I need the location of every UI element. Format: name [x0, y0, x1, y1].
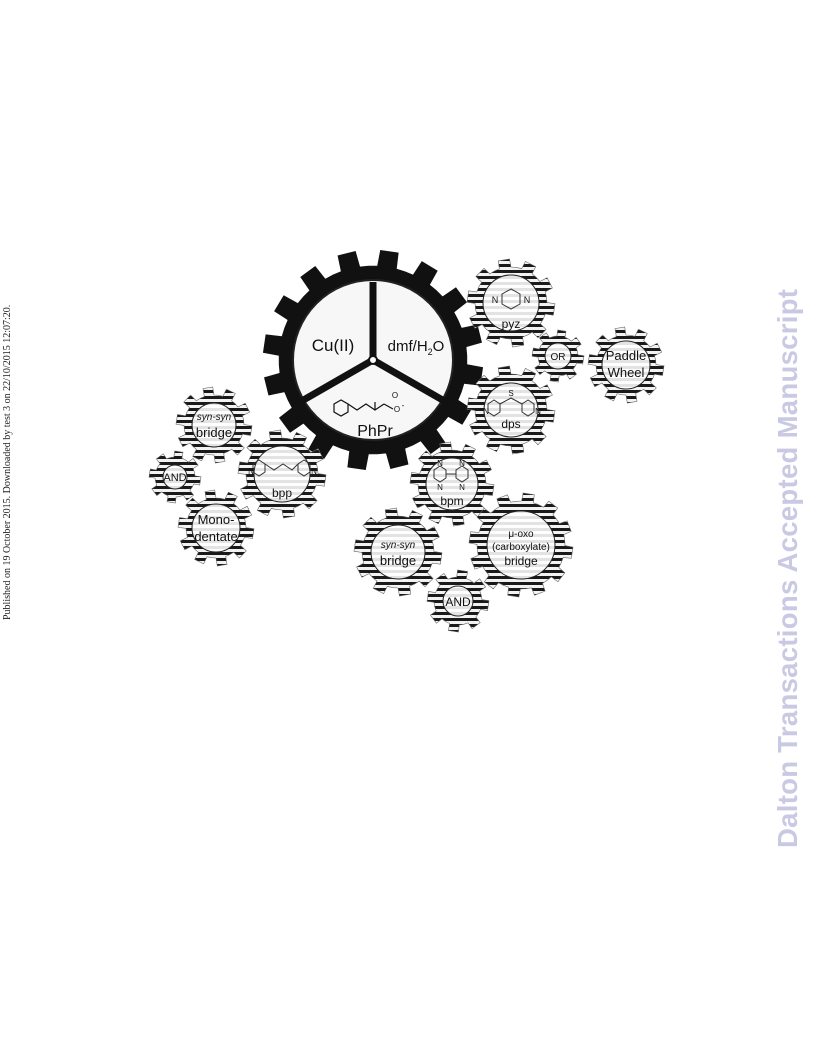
- carbonyl-oxygen-label: O: [392, 391, 398, 400]
- bpp-gear-hub: [253, 445, 311, 503]
- bpp-label: bpp: [272, 486, 292, 500]
- syn-syn-right-line1: syn-syn: [381, 540, 416, 551]
- pyz-label: pyz: [502, 317, 521, 331]
- bpm-n-atom: N: [459, 483, 465, 492]
- syn-syn-right-gear: [353, 507, 443, 597]
- bpm-gear: [409, 441, 495, 527]
- monodentate-gear: [177, 489, 255, 567]
- bpm-gear-hub: [425, 457, 479, 511]
- bpm-n-atom: N: [437, 483, 443, 492]
- dps-gear-hub: [483, 382, 539, 438]
- center-gear-content: Cu(II) dmf/H2O O O - PhPr: [298, 282, 448, 440]
- syn-syn-right-line2: bridge: [380, 553, 416, 568]
- phenylpropionate-structure-icon: [333, 399, 394, 417]
- and-bottom-gear: [426, 569, 490, 633]
- bpp-n-atom: N: [248, 467, 254, 476]
- and-left-gear-hub: [162, 464, 188, 490]
- bpp-n-atom: N: [311, 467, 317, 476]
- dps-n-atom: N: [483, 407, 489, 416]
- syn-syn-left-line2: bridge: [196, 425, 232, 440]
- mu-oxo-gear: [468, 492, 574, 598]
- syn-syn-right-gear-hub: [370, 524, 426, 580]
- bpm-n-atom: N: [437, 459, 443, 468]
- paddle-wheel-line1: Paddle: [606, 348, 646, 363]
- or-label: OR: [551, 352, 566, 363]
- carboxylate-oxygen-label: O: [394, 405, 400, 414]
- paddle-wheel-line2: Wheel: [608, 365, 645, 380]
- syn-syn-left-gear: [175, 386, 253, 464]
- syn-syn-left-line1: syn-syn: [197, 412, 232, 423]
- paddle-wheel-gear-hub: [601, 340, 651, 390]
- monodentate-gear-hub: [191, 503, 241, 553]
- pyz-gear: [466, 258, 556, 348]
- or-gear-hub: [544, 342, 572, 370]
- segment-phpr-label: PhPr: [357, 423, 393, 440]
- bpm-label: bpm: [440, 494, 463, 508]
- dps-n-atom: N: [535, 407, 541, 416]
- and-bottom-gear-hub: [442, 585, 474, 617]
- monodentate-line2: dentate: [194, 529, 237, 544]
- pyz-gear-content: N N pyz: [492, 288, 531, 331]
- bpp-gear-content: N N bpp: [248, 459, 317, 500]
- pyz-n-atom: N: [492, 295, 499, 305]
- dps-gear-content: S N N dps: [483, 389, 541, 431]
- bpm-n-atom: N: [459, 459, 465, 468]
- and-left-gear: [148, 450, 202, 504]
- mu-oxo-line3: bridge: [504, 554, 538, 568]
- carboxylate-charge-label: -: [402, 401, 405, 410]
- bpm-gear-content: N N N N bpm: [433, 459, 469, 508]
- monodentate-line1: Mono-: [198, 512, 235, 527]
- bpp-gear: [237, 429, 327, 519]
- mu-oxo-line2: (carboxylate): [492, 542, 550, 553]
- and-bottom-label: AND: [445, 595, 471, 609]
- segment-cu-label: Cu(II): [312, 336, 355, 355]
- dps-s-atom: S: [508, 389, 513, 398]
- syn-syn-left-gear-hub: [191, 402, 237, 448]
- and-left-label: AND: [163, 472, 186, 484]
- mu-oxo-gear-hub: [486, 510, 556, 580]
- or-gear: [531, 329, 585, 383]
- pyz-n-atom: N: [524, 295, 531, 305]
- mu-oxo-line1: μ-oxo: [508, 529, 534, 540]
- paddle-wheel-gear: [587, 326, 665, 404]
- dps-label: dps: [501, 417, 520, 431]
- dps-gear: [466, 365, 556, 455]
- pyz-gear-hub: [482, 274, 540, 332]
- segment-solvent-label: dmf/H2O: [388, 338, 445, 357]
